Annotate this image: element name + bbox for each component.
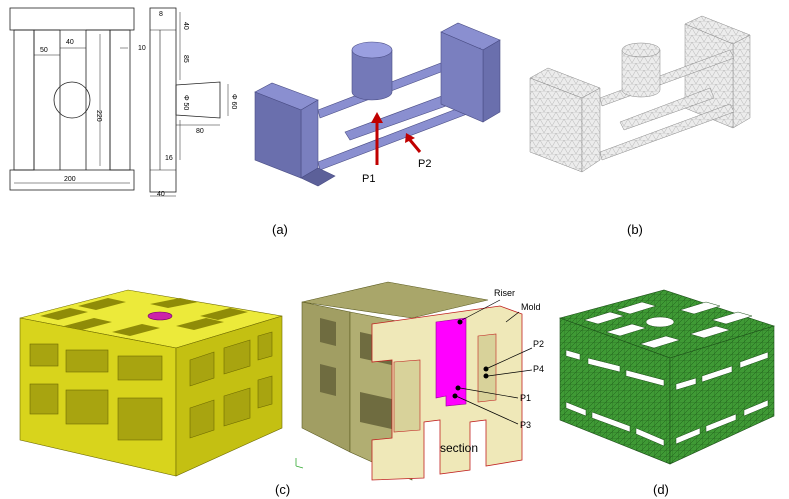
- dim-8: 8: [159, 11, 163, 18]
- engineering-drawing: [9, 7, 229, 197]
- dim-40-bottom: 40: [157, 191, 165, 198]
- label-p4: P4: [533, 364, 544, 374]
- caption-c: (c): [275, 482, 290, 497]
- panel-a-casting: [254, 22, 501, 187]
- section-annotations: Riser Mold P2 P4 P1 P3 section: [440, 288, 544, 455]
- label-p1-section: P1: [520, 393, 531, 403]
- dim-10: 10: [138, 45, 146, 52]
- dim-40-side: 40: [182, 22, 189, 30]
- riser-side: [175, 81, 221, 119]
- left-bar: [13, 29, 35, 171]
- dim-50: 50: [40, 47, 48, 54]
- right-bar: [109, 29, 131, 171]
- center-web-lines: [33, 29, 111, 170]
- axis-triad: [295, 458, 304, 469]
- dimension-labels: 40 50 10 220 200 8 40 85 Φ 50 Φ 60 80 16…: [40, 11, 237, 198]
- bottom-flange: [9, 169, 135, 191]
- label-p2: P2: [418, 158, 431, 170]
- label-p3: P3: [520, 420, 531, 430]
- label-section: section: [440, 441, 478, 455]
- caption-b: (b): [627, 222, 643, 237]
- dim-40-top: 40: [66, 39, 74, 46]
- dim-phi-50: Φ 50: [182, 95, 189, 110]
- side-view: [149, 7, 177, 193]
- label-riser: Riser: [494, 288, 515, 298]
- dim-200: 200: [64, 176, 76, 183]
- dim-85: 85: [182, 55, 189, 63]
- label-p2-section: P2: [533, 339, 544, 349]
- dim-220: 220: [95, 110, 102, 122]
- caption-a: (a): [272, 222, 288, 237]
- dim-phi-60: Φ 60: [230, 94, 237, 109]
- panel-d-mesh: [559, 289, 775, 465]
- panel-b-mesh: [529, 15, 751, 173]
- top-flange: [9, 7, 135, 31]
- panel-a-arrows: P1 P2: [362, 112, 431, 185]
- riser-circle: [53, 81, 91, 119]
- panel-c-mold: [19, 289, 283, 477]
- dim-16: 16: [165, 155, 173, 162]
- caption-d: (d): [653, 482, 669, 497]
- dim-80: 80: [196, 128, 204, 135]
- label-mold: Mold: [521, 302, 541, 312]
- label-p1: P1: [362, 173, 375, 185]
- panel-c-section: [301, 281, 523, 481]
